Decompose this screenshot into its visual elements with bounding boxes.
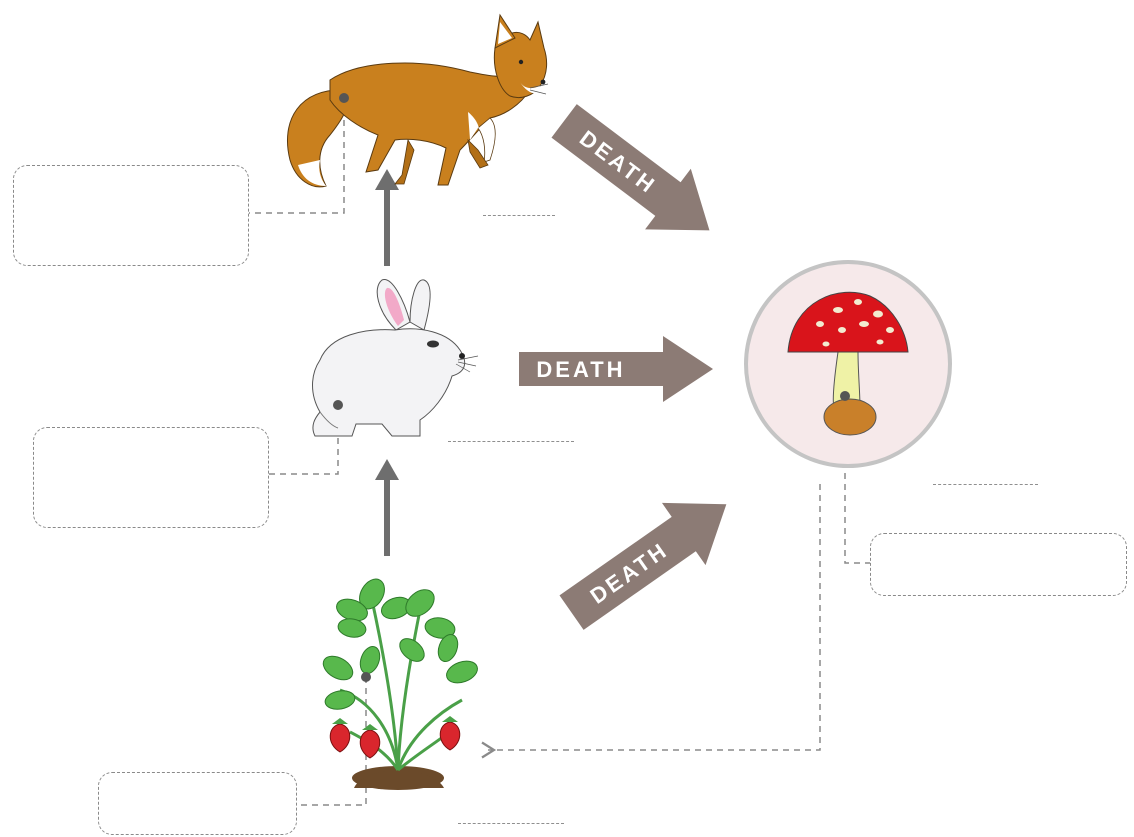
death-arrow-plant: DEATH bbox=[559, 502, 727, 630]
nutrient-return-line bbox=[481, 484, 821, 759]
rabbit-answer-line[interactable] bbox=[448, 441, 574, 442]
fox-leader bbox=[249, 98, 345, 214]
rabbit-label-box[interactable] bbox=[33, 427, 269, 528]
fox-icon bbox=[286, 13, 549, 188]
plant-label-box[interactable] bbox=[98, 772, 297, 835]
mushroom-answer-line[interactable] bbox=[933, 484, 1038, 485]
fox-label-box[interactable] bbox=[13, 165, 249, 266]
food-chain-arrows bbox=[375, 169, 399, 556]
rabbit-to-fox-arrow bbox=[375, 169, 399, 266]
plant-answer-line[interactable] bbox=[458, 823, 564, 824]
mushroom-icon bbox=[744, 260, 952, 468]
death-arrow-fox: DEATH bbox=[551, 104, 710, 231]
strawberry-plant-icon bbox=[322, 578, 478, 790]
rabbit-icon bbox=[312, 279, 479, 437]
death-label-rabbit: DEATH bbox=[536, 357, 625, 382]
plant-to-rabbit-arrow bbox=[375, 459, 399, 556]
death-arrow-rabbit: DEATH bbox=[519, 336, 713, 402]
fox-answer-line[interactable] bbox=[483, 215, 555, 216]
mushroom-label-box[interactable] bbox=[870, 533, 1127, 596]
